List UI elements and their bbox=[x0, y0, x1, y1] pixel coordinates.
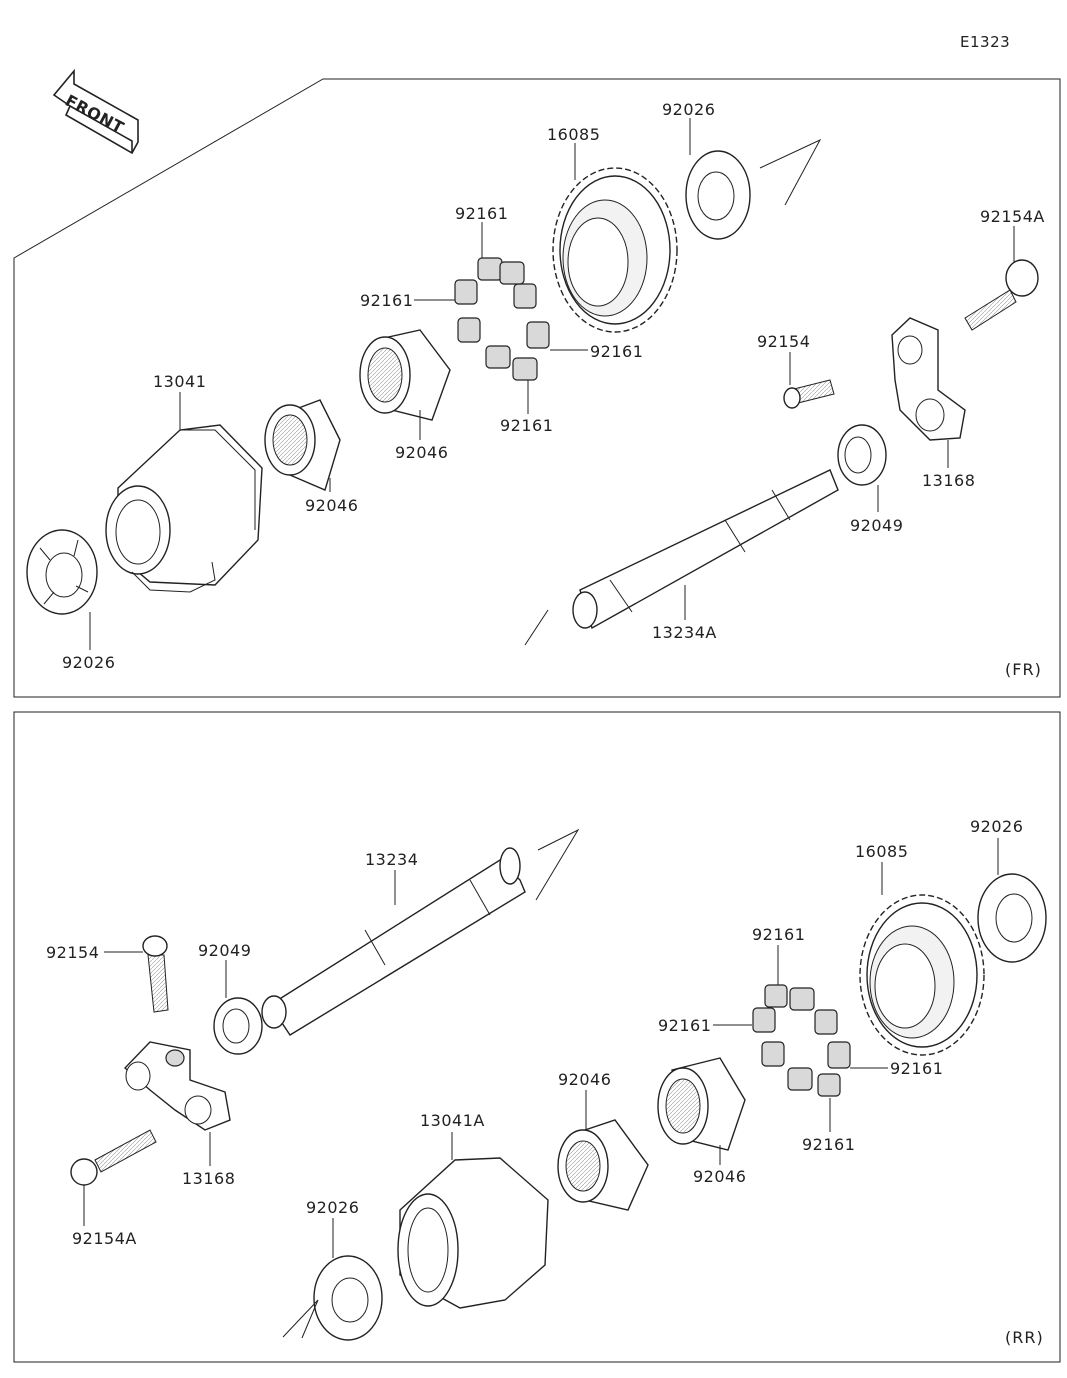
panel-label-fr: (FR) bbox=[1005, 660, 1042, 679]
label-13168: 13168 bbox=[182, 1169, 235, 1188]
label-13041a: 13041A bbox=[420, 1111, 485, 1130]
panel-label-rr: (RR) bbox=[1005, 1328, 1044, 1347]
rr-labels: 13234 92154 92049 16085 92026 92161 9216… bbox=[46, 817, 1023, 1258]
sheet-code: E1323 bbox=[960, 33, 1011, 51]
bracket-icon bbox=[123, 1041, 231, 1131]
label-92046-right: 92046 bbox=[395, 443, 448, 462]
screw-icon bbox=[142, 935, 169, 1013]
needle-bearing-icon bbox=[657, 1057, 746, 1151]
shaft-icon bbox=[261, 847, 526, 1036]
panel-rr: 13234 92154 92049 16085 92026 92161 9216… bbox=[13, 711, 1061, 1363]
gear-icon bbox=[859, 894, 985, 1056]
label-92046-left: 92046 bbox=[305, 496, 358, 515]
label-92046-left: 92046 bbox=[558, 1070, 611, 1089]
damper-ring-icon bbox=[454, 257, 550, 381]
label-92154a: 92154A bbox=[980, 207, 1045, 226]
label-92161-bottom: 92161 bbox=[500, 416, 553, 435]
label-13168: 13168 bbox=[922, 471, 975, 490]
label-16085: 16085 bbox=[547, 125, 600, 144]
sleeve-icon bbox=[105, 424, 263, 593]
label-13234: 13234 bbox=[365, 850, 418, 869]
washer-icon bbox=[977, 873, 1047, 963]
bolt-icon bbox=[70, 1129, 157, 1186]
label-92161-top: 92161 bbox=[455, 204, 508, 223]
sleeve-icon bbox=[397, 1157, 549, 1309]
washer-icon bbox=[313, 1255, 383, 1341]
label-92161-left: 92161 bbox=[360, 291, 413, 310]
label-92161-left: 92161 bbox=[658, 1016, 711, 1035]
label-92154: 92154 bbox=[46, 943, 99, 962]
screw-icon bbox=[783, 379, 835, 409]
washer-icon bbox=[26, 529, 98, 615]
needle-bearing-icon bbox=[264, 399, 341, 491]
damper-ring-icon bbox=[752, 984, 851, 1097]
label-92046-right: 92046 bbox=[693, 1167, 746, 1186]
label-92026-right: 92026 bbox=[970, 817, 1023, 836]
label-92049: 92049 bbox=[198, 941, 251, 960]
label-92026-left: 92026 bbox=[62, 653, 115, 672]
label-92026-left: 92026 bbox=[306, 1198, 359, 1217]
label-92161-right: 92161 bbox=[890, 1059, 943, 1078]
label-92154a: 92154A bbox=[72, 1229, 137, 1248]
gear-icon bbox=[552, 167, 678, 333]
fr-labels: 16085 92026 92154A 92161 92161 92161 921… bbox=[62, 100, 1045, 672]
label-13041: 13041 bbox=[153, 372, 206, 391]
panel-fr: FRONT bbox=[13, 68, 1061, 698]
bolt-icon bbox=[964, 259, 1039, 331]
washer-icon bbox=[685, 150, 751, 240]
label-92161-top: 92161 bbox=[752, 925, 805, 944]
shaft-icon bbox=[572, 469, 839, 630]
bracket-icon bbox=[891, 317, 966, 441]
label-92154: 92154 bbox=[757, 332, 810, 351]
label-92161-bottom: 92161 bbox=[802, 1135, 855, 1154]
oil-seal-icon bbox=[837, 424, 887, 486]
label-16085: 16085 bbox=[855, 842, 908, 861]
needle-bearing-icon bbox=[359, 329, 451, 421]
needle-bearing-icon bbox=[557, 1119, 649, 1211]
front-arrow-icon: FRONT bbox=[52, 68, 139, 155]
label-92026: 92026 bbox=[662, 100, 715, 119]
label-92161-right: 92161 bbox=[590, 342, 643, 361]
label-92049: 92049 bbox=[850, 516, 903, 535]
label-13234a: 13234A bbox=[652, 623, 717, 642]
oil-seal-icon bbox=[213, 997, 263, 1055]
